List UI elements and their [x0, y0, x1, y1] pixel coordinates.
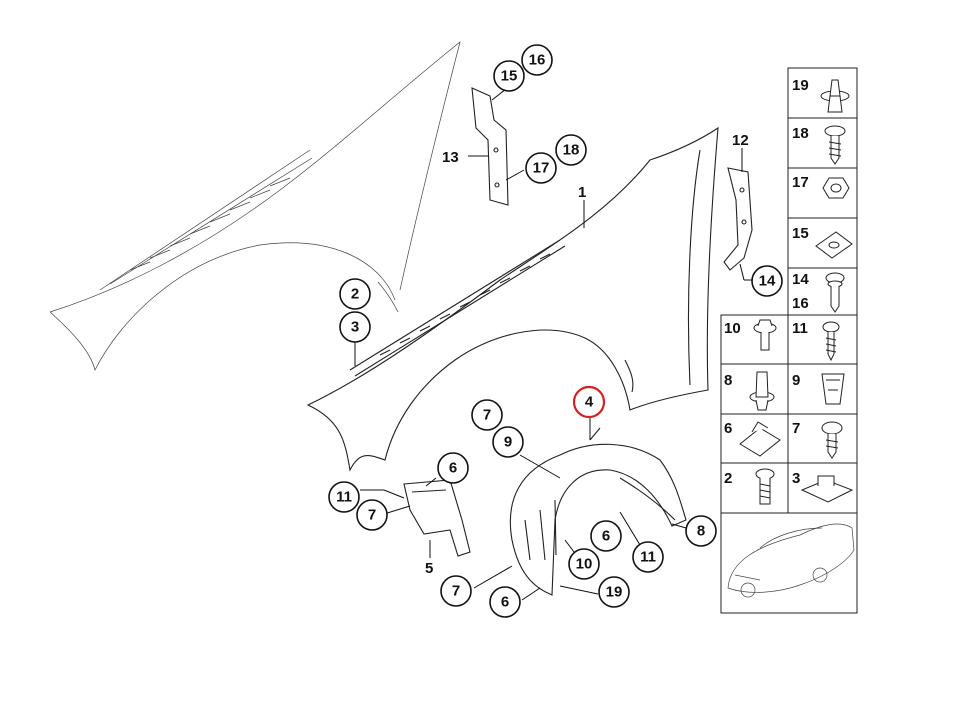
speed-nut-icon — [815, 231, 853, 259]
svg-text:2: 2 — [351, 286, 359, 303]
svg-text:6: 6 — [449, 460, 457, 477]
grid-cell-11 — [787, 314, 858, 365]
callout-3: 3 — [339, 311, 371, 343]
svg-text:7: 7 — [452, 583, 460, 600]
callout-7: 7 — [356, 499, 388, 531]
grid-label-8: 8 — [724, 372, 732, 389]
cage-nut-icon — [800, 475, 854, 503]
callout-9: 9 — [492, 426, 524, 458]
callout-11: 11 — [632, 541, 664, 573]
self-tapping-screw-icon — [822, 321, 840, 362]
svg-text:14: 14 — [759, 273, 776, 290]
svg-text:9: 9 — [504, 434, 512, 451]
callouts: 16 15 17 18 2 3 14 4 7 9 6 11 7 8 6 11 1… — [328, 44, 783, 618]
fastener-parts-grid: 19 18 17 15 14 16 10 11 8 9 6 7 2 3 — [720, 67, 858, 614]
callout-10: 10 — [568, 548, 600, 580]
callout-17: 17 — [525, 152, 557, 184]
svg-text:8: 8 — [697, 523, 705, 540]
grid-label-15: 15 — [792, 225, 809, 242]
svg-text:15: 15 — [501, 68, 518, 85]
rear-fender-outline — [49, 41, 461, 372]
svg-text:17: 17 — [533, 160, 550, 177]
pan-screw-icon — [821, 421, 843, 459]
callout-19: 19 — [598, 576, 630, 608]
clip-nut-icon — [739, 421, 781, 457]
callout-8: 8 — [685, 515, 717, 547]
svg-text:11: 11 — [336, 489, 352, 506]
grid-label-9: 9 — [792, 372, 800, 389]
expansion-rivet-icon — [749, 371, 775, 411]
grid-label-18: 18 — [792, 125, 809, 142]
car-thumbnail-icon — [727, 523, 855, 598]
hex-bolt-icon — [755, 468, 775, 505]
svg-text:7: 7 — [483, 407, 491, 424]
plain-labels: 13 1 12 5 — [425, 132, 749, 577]
callout-4-highlighted: 4 — [572, 385, 606, 419]
grid-label-3: 3 — [792, 470, 800, 487]
svg-text:19: 19 — [606, 584, 623, 601]
plastic-nut-icon — [821, 373, 845, 405]
svg-text:10: 10 — [576, 556, 593, 573]
grid-label-10: 10 — [724, 320, 741, 337]
hex-nut-icon — [822, 177, 850, 199]
front-fender — [306, 126, 719, 472]
grid-label-14: 14 — [792, 271, 809, 288]
grid-cell-14-16 — [787, 267, 858, 316]
callout-6: 6 — [437, 452, 469, 484]
flange-bolt-icon — [753, 319, 777, 351]
grid-cell-9 — [787, 363, 858, 415]
grid-cell-7 — [787, 413, 858, 464]
grid-label-19: 19 — [792, 77, 809, 94]
callout-11: 11 — [328, 481, 360, 513]
label-13: 13 — [442, 149, 459, 166]
push-rivet-icon — [820, 79, 850, 113]
grid-label-11: 11 — [792, 320, 808, 337]
grid-cell-car — [720, 512, 858, 614]
svg-text:11: 11 — [640, 549, 656, 566]
svg-text:7: 7 — [368, 507, 376, 524]
callout-14: 14 — [751, 265, 783, 297]
grid-label-17: 17 — [792, 174, 809, 191]
callout-6: 6 — [489, 586, 521, 618]
callout-6: 6 — [590, 520, 622, 552]
callout-7: 7 — [471, 399, 503, 431]
collar-screw-icon — [825, 272, 845, 313]
svg-text:18: 18 — [563, 142, 580, 159]
grid-cell-2 — [720, 462, 789, 514]
svg-text:3: 3 — [351, 319, 359, 336]
bracket-13 — [471, 87, 509, 206]
svg-text:6: 6 — [602, 528, 610, 545]
svg-text:4: 4 — [585, 394, 594, 411]
label-1: 1 — [578, 184, 586, 201]
bracket-12 — [723, 167, 753, 271]
grid-label-16: 16 — [792, 295, 809, 312]
cover-plate-5 — [403, 479, 471, 557]
grid-label-7: 7 — [792, 420, 800, 437]
svg-text:16: 16 — [529, 52, 546, 69]
callout-15: 15 — [493, 60, 525, 92]
callout-16: 16 — [521, 44, 553, 76]
wheel-arch-liner-4 — [509, 427, 687, 596]
washer-screw-icon — [824, 125, 846, 165]
callout-18: 18 — [555, 134, 587, 166]
grid-label-6: 6 — [724, 420, 732, 437]
callout-7: 7 — [440, 575, 472, 607]
label-5: 5 — [425, 560, 433, 577]
callout-2: 2 — [339, 278, 371, 310]
svg-text:6: 6 — [501, 594, 509, 611]
grid-label-2: 2 — [724, 470, 732, 487]
label-12: 12 — [732, 132, 749, 149]
